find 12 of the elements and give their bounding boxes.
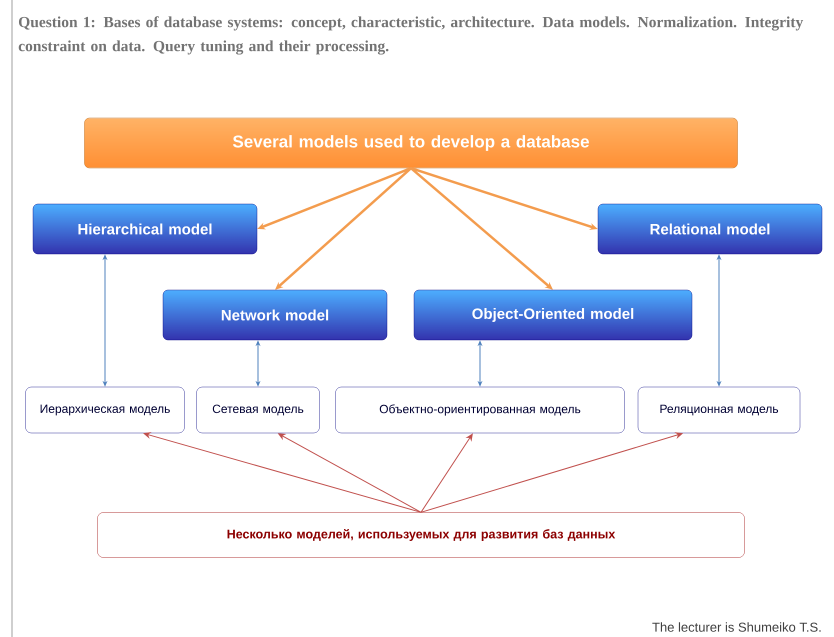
model-box: Реляционная модель: [638, 386, 800, 434]
model-box: Network model: [162, 290, 388, 340]
model-box: Иерархическая модель: [25, 386, 185, 434]
caption-box: Несколько моделей, используемых для развития баз данных: [97, 512, 745, 558]
model-box: Hierarchical model: [32, 204, 258, 254]
model-box: Object-Oriented model: [414, 290, 692, 340]
model-box: Relational model: [598, 204, 822, 254]
title-box: Several models used to develop a database: [84, 118, 738, 168]
model-box: Объектно-ориентированная модель: [335, 386, 625, 434]
question-text: Question 1: Bases of database systems: concept, characteristic, architecture. Data models. Normalization. Integrity constraint on data. Query tuning and their processing.: [18, 16, 804, 55]
model-box: Сетевая модель: [196, 386, 320, 434]
lecturer-note: The lecturer is Shumeiko T.S.: [652, 622, 821, 632]
